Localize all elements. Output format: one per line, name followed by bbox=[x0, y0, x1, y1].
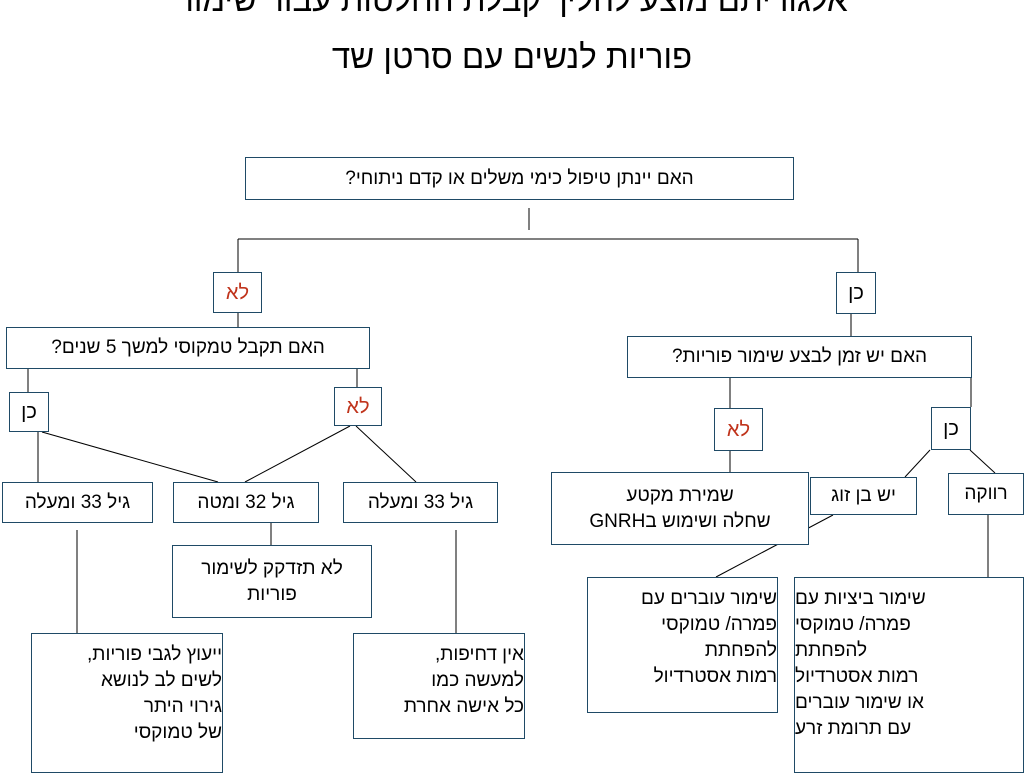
question-time-text: האם יש זמן לבצע שימור פוריות? bbox=[671, 346, 928, 367]
outcome-no-preservation-needed: לא תזדקק לשימור פוריות bbox=[172, 545, 372, 618]
question-tamoxifen: האם תקבל טמקוסי למשך 5 שנים? bbox=[6, 327, 370, 369]
node-ovary-preservation-gnrh: שמירת מקטע שחלה ושימוש בGNRH bbox=[551, 472, 809, 545]
connector bbox=[355, 425, 417, 483]
question-time-for-preservation: האם יש זמן לבצע שימור פוריות? bbox=[627, 336, 972, 378]
node-has-partner: יש בן זוג bbox=[810, 477, 917, 515]
node-single: רווקה bbox=[948, 473, 1024, 515]
title-line-2: פוריות לנשים עם סרטן שד bbox=[331, 38, 693, 75]
outcome-embryo-preservation: שימור עוברים עם פמרה/ טמוקסי להפחתת רמות… bbox=[587, 577, 778, 713]
question-chemotherapy: האם יינתן טיפול כימי משלים או קדם ניתוחי… bbox=[245, 157, 794, 200]
connector bbox=[969, 449, 996, 474]
connector bbox=[244, 425, 351, 483]
connector bbox=[904, 449, 931, 478]
title-line-1: אלגוריתם מוצע להליך קבלת החלטות עבור שימ… bbox=[40, 0, 984, 19]
connector bbox=[715, 514, 834, 578]
label-yes-chemo-branch: כן bbox=[836, 272, 876, 314]
label-no-tamoxifen: לא bbox=[334, 387, 382, 426]
node-age-32-minus: גיל 32 ומטה bbox=[173, 482, 319, 523]
label-no-time: לא bbox=[714, 408, 763, 451]
outcome-no-urgency: אין דחיפות, למעשה כמו כל אישה אחרת bbox=[353, 633, 525, 739]
question-chemotherapy-text: האם יינתן טיפול כימי משלים או קדם ניתוחי… bbox=[345, 167, 694, 189]
outcome-egg-preservation: שימור ביציות עם פמרה/ טמוקסי להפחתת רמות… bbox=[794, 577, 1024, 773]
connector bbox=[41, 431, 219, 483]
node-age-33-plus-left: גיל 33 ומעלה bbox=[2, 482, 153, 523]
outcome-fertility-counseling: ייעוץ לגבי פוריות, לשים לב לנושא גירוי ה… bbox=[31, 633, 223, 773]
label-yes-tamoxifen: כן bbox=[9, 392, 49, 432]
question-tamoxifen-text: האם תקבל טמקוסי למשך 5 שנים? bbox=[51, 337, 325, 358]
label-no-chemo-branch: לא bbox=[213, 272, 262, 313]
label-yes-time: כן bbox=[931, 407, 971, 450]
node-age-33-plus-right: גיל 33 ומעלה bbox=[343, 482, 498, 523]
